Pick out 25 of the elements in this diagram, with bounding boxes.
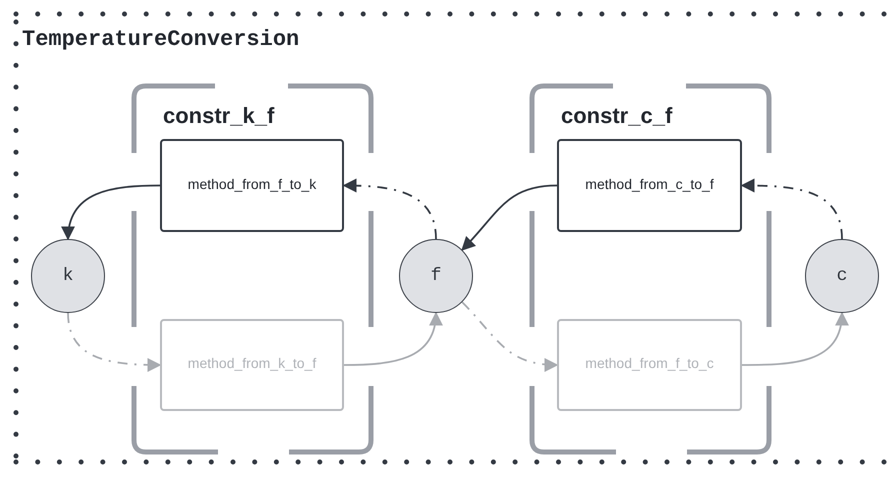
group-title: constr_c_f	[561, 103, 672, 129]
method-box	[160, 319, 344, 411]
group-bracket	[131, 83, 374, 455]
variable-label: f	[430, 266, 442, 286]
variable-label: c	[836, 266, 848, 286]
arrow	[342, 178, 437, 240]
arrow	[742, 312, 848, 366]
method-label: method_from_f_to_k	[188, 176, 316, 192]
method-box	[160, 139, 344, 232]
method-label: method_from_f_to_c	[585, 355, 714, 371]
method-box	[557, 139, 742, 232]
arrow	[740, 178, 843, 240]
method-label: method_from_c_to_f	[585, 176, 714, 192]
arrow	[62, 184, 160, 240]
variable-label: k	[62, 266, 74, 286]
arrow	[461, 184, 558, 251]
method-label: method_from_k_to_f	[188, 355, 316, 371]
diagram-title: TemperatureConversion	[22, 27, 300, 52]
dotted-frame	[12, 10, 887, 462]
method-box	[557, 319, 742, 411]
arrow	[67, 312, 162, 372]
group-bracket	[529, 83, 772, 455]
group-title: constr_k_f	[163, 103, 274, 129]
arrow	[344, 312, 442, 366]
arrow	[462, 302, 558, 372]
